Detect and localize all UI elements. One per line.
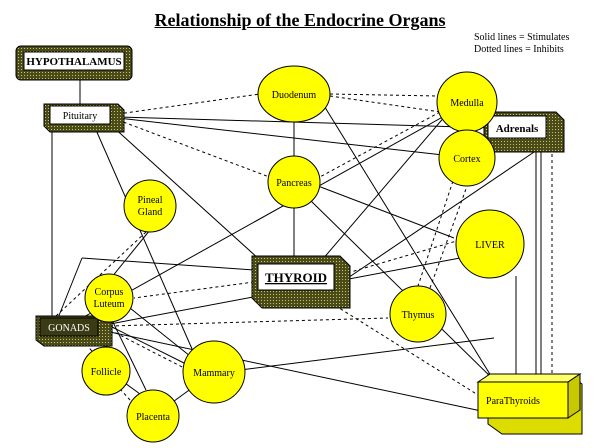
link-duodenum-parathyroids (317, 95, 497, 385)
link-medulla-gonads (81, 113, 449, 319)
medulla-node: Medulla (436, 71, 498, 133)
legend-dotted: Dotted lines = Inhibits (474, 44, 564, 55)
link-pancreas-liver (317, 185, 455, 239)
inhibit-duodenum-medulla (329, 93, 439, 97)
diagram-title: Relationship of the Endocrine Organs (154, 10, 446, 30)
inhibit-gonads-thymus (109, 317, 389, 327)
connections (51, 80, 564, 413)
placenta-node: Placenta (126, 389, 180, 443)
gonads-label: GONADS (48, 323, 90, 334)
corpus-label-line2: Luteum (93, 299, 124, 310)
inhibit-cortex-thymus (429, 177, 471, 289)
link-mammary-liver (239, 337, 495, 371)
inhibit-pineal-gonads (55, 231, 147, 317)
duodenum-node: Duodenum (257, 65, 331, 123)
liver-label: LIVER (475, 240, 505, 251)
inhibit-thyroid-parathyroids (319, 295, 487, 401)
inhibit-liver-thyroid (343, 239, 461, 275)
hypothalamus-label: HYPOTHALAMUS (26, 56, 121, 68)
inhibit-pituitary-pancreas (117, 119, 273, 179)
mammary-node: Mammary (182, 340, 246, 404)
placenta-label: Placenta (136, 412, 170, 423)
inhibit-gonads-mammary (109, 329, 189, 371)
link-adrenals-gonads (329, 147, 541, 291)
inhibit-medulla-pancreas (317, 111, 441, 179)
link-corpus-placenta (109, 315, 147, 391)
adrenals-label: Adrenals (496, 123, 539, 135)
medulla-label: Medulla (450, 98, 484, 109)
link-medulla-thyroid (321, 107, 453, 261)
link-thyroid-gonads-2 (57, 257, 83, 319)
pineal-label-line1: Pineal (138, 195, 163, 206)
gonads-box: GONADS (35, 315, 113, 347)
parathyroids-box: ParaThyroids (476, 373, 583, 435)
thymus-label: Thymus (402, 310, 435, 321)
pancreas-label: Pancreas (276, 178, 312, 189)
adrenals-box: Adrenals (483, 111, 565, 153)
link-pituitary-thyroid (111, 125, 261, 261)
link-corpus-mammary (119, 299, 191, 357)
follicle-node: Follicle (81, 346, 131, 396)
pineal-gland-node: Pineal Gland (123, 179, 177, 233)
thymus-node: Thymus (389, 285, 447, 343)
thyroid-box: THYROID (251, 255, 351, 309)
liver-node: LIVER (455, 209, 525, 279)
cortex-node: Cortex (438, 129, 496, 187)
inhibit-pituitary-duodenum (117, 93, 261, 115)
legend-solid: Solid lines = Stimulates (474, 32, 570, 43)
link-pituitary-mammary (95, 129, 197, 359)
hypothalamus-box: HYPOTHALAMUS (15, 45, 133, 81)
mammary-label: Mammary (193, 368, 235, 379)
link-pituitary-adrenals (117, 116, 499, 129)
thyroid-label: THYROID (265, 270, 327, 285)
pineal-label-line2: Gland (138, 207, 162, 218)
inhibit-thyroid-corpus (133, 281, 255, 299)
corpus-label-line1: Corpus (95, 287, 124, 298)
pituitary-label: Pituitary (63, 111, 97, 122)
follicle-label: Follicle (91, 367, 122, 378)
legend: Solid lines = Stimulates Dotted lines = … (474, 32, 569, 56)
corpus-luteum-node: Corpus Luteum (84, 273, 134, 323)
duodenum-label: Duodenum (272, 90, 317, 101)
cortex-label: Cortex (453, 154, 480, 165)
link-thyroid-gonads (81, 257, 255, 271)
pituitary-box: Pituitary (43, 103, 125, 133)
link-gonads-parathyroids (109, 331, 487, 413)
link-pituitary-cortex (117, 117, 444, 156)
parathyroids-label: ParaThyroids (486, 396, 540, 407)
link-gonads-mammary (109, 325, 187, 365)
pancreas-node: Pancreas (267, 155, 321, 209)
